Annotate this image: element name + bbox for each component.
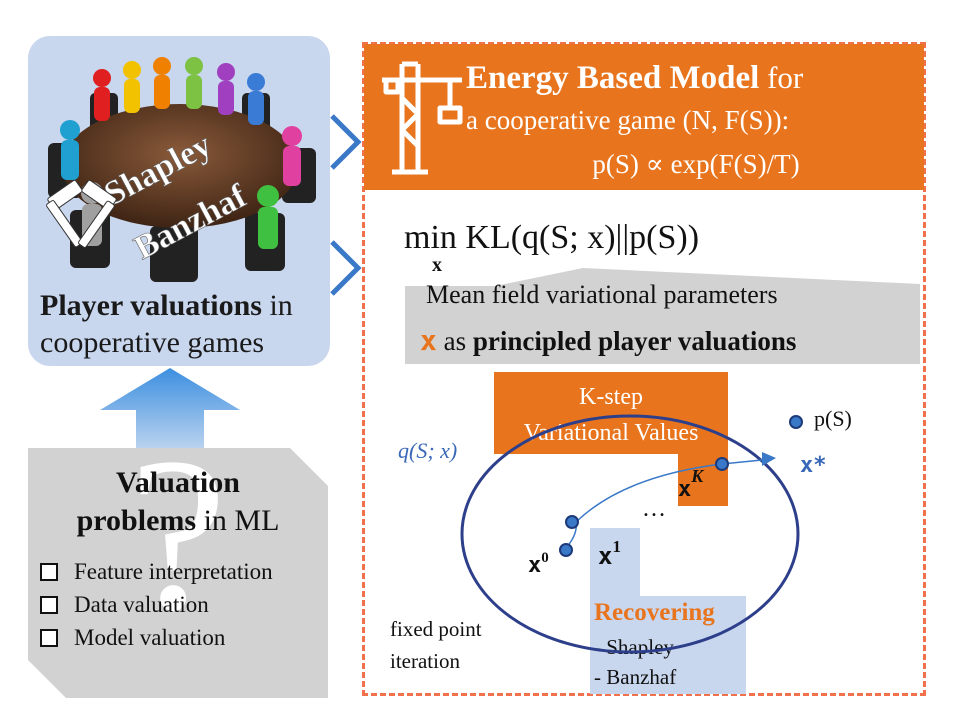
hammer-icon bbox=[46, 179, 117, 248]
x-variable: x bbox=[420, 324, 437, 357]
xK-label: xK bbox=[678, 466, 705, 502]
valuation-title-rest: in ML bbox=[196, 504, 280, 537]
list-item: Data valuation bbox=[40, 591, 209, 619]
checkbox-icon bbox=[40, 563, 58, 581]
ebm-title: Energy Based Model for bbox=[466, 58, 926, 98]
fixed-point-line2: iteration bbox=[390, 649, 460, 673]
valuation-problems-title: Valuation problems in ML bbox=[40, 464, 316, 540]
question-mark-glyph: ? bbox=[129, 448, 227, 656]
k-step-line1: K-step bbox=[579, 384, 643, 410]
point-p bbox=[789, 415, 803, 429]
chevron-right-icon bbox=[330, 240, 362, 296]
valuation-problems-panel: ? bbox=[28, 448, 328, 698]
list-item-label: Feature interpretation bbox=[74, 559, 273, 584]
recovering-item: - Banzhaf bbox=[594, 665, 676, 689]
q-label: q(S; x) bbox=[398, 438, 457, 463]
ebm-subtitle: a cooperative game (N, F(S)): bbox=[466, 105, 790, 135]
meeting-table-illustration: Shapley Banzhaf bbox=[46, 57, 316, 282]
arrow-head-icon bbox=[762, 452, 776, 466]
mean-field-band bbox=[405, 268, 920, 364]
energy-based-model-header bbox=[364, 44, 924, 190]
mean-field-text: Mean field variational parameters bbox=[426, 280, 778, 309]
crane-icon bbox=[382, 61, 463, 175]
ebm-formula: p(S) ∝ exp(F(S)/T) bbox=[592, 149, 800, 179]
point-x1 bbox=[565, 515, 579, 529]
energy-based-model-frame bbox=[362, 42, 926, 696]
player-valuations-bold: Player valuations bbox=[40, 289, 262, 322]
point-x0 bbox=[559, 543, 573, 557]
checkbox-icon bbox=[40, 629, 58, 647]
player-valuations-rest: in bbox=[261, 289, 293, 322]
objective-min: min bbox=[404, 219, 457, 256]
x1-label: x1 bbox=[598, 537, 621, 570]
objective-subscript: x bbox=[432, 254, 442, 276]
principled-valuations-text: x as principled player valuations bbox=[420, 324, 796, 358]
list-item: Model valuation bbox=[40, 624, 225, 652]
objective-body: KL(q(S; x)||p(S)) bbox=[465, 219, 700, 256]
ebm-title-rest: for bbox=[759, 60, 804, 95]
q-distribution-ellipse bbox=[460, 414, 800, 654]
p-label: p(S) bbox=[814, 406, 852, 431]
checkbox-icon bbox=[40, 596, 58, 614]
list-item-label: Data valuation bbox=[74, 592, 209, 617]
iteration-path bbox=[565, 459, 763, 549]
fixed-point-line1: fixed point bbox=[390, 617, 482, 641]
point-xK bbox=[715, 457, 729, 471]
x0-label: x0 bbox=[528, 550, 549, 578]
recovering-title: Recovering bbox=[594, 599, 715, 626]
list-item-label: Model valuation bbox=[74, 625, 226, 650]
up-arrow-icon bbox=[100, 368, 240, 450]
valuation-title-bold: Valuation bbox=[116, 466, 240, 499]
list-item: Feature interpretation bbox=[40, 558, 273, 586]
k-step-line2: Variational Values bbox=[524, 420, 699, 446]
recovering-item: - Shapley bbox=[594, 635, 674, 659]
kl-objective: min KL(q(S; x)||p(S)) bbox=[404, 218, 699, 258]
player-valuations-line2: cooperative games bbox=[40, 326, 265, 359]
x-star-label: x* bbox=[800, 453, 827, 478]
valuation-title-bold-2: problems bbox=[76, 504, 197, 537]
mf-line2-bold: principled player valuations bbox=[472, 326, 797, 356]
ellipsis-label: … bbox=[642, 496, 666, 522]
chevron-right-icon bbox=[330, 114, 362, 170]
mf-line2-mid: as bbox=[436, 326, 473, 356]
fixed-point-diagram: K-step Variational Values Recovering - S… bbox=[390, 372, 852, 694]
ebm-title-bold: Energy Based Model bbox=[466, 60, 760, 96]
player-valuations-caption: Player valuations in cooperative games bbox=[40, 287, 335, 361]
k-step-box bbox=[494, 372, 728, 506]
